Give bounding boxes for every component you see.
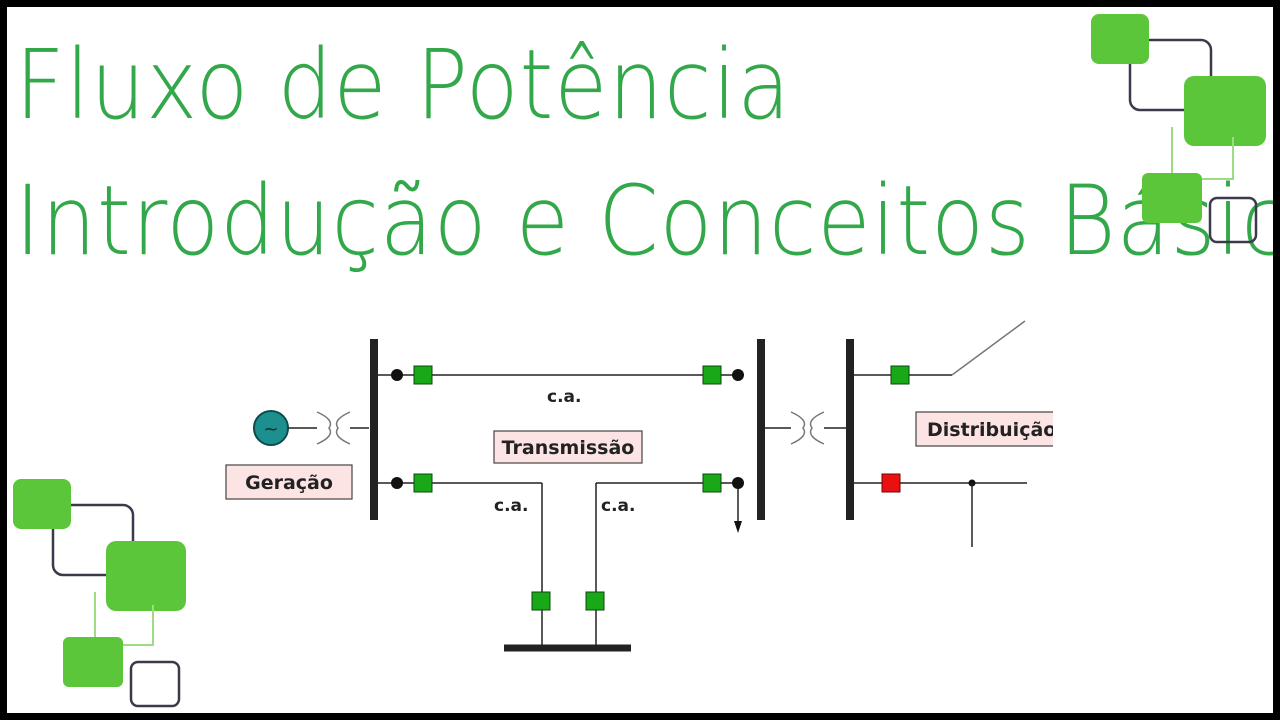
- line-label-top: c.a.: [547, 387, 581, 407]
- breaker-closed: [890, 365, 910, 385]
- decor-green-square: [1091, 14, 1149, 64]
- decor-green-square: [106, 541, 186, 611]
- line-label-left: c.a.: [494, 496, 528, 516]
- breaker-closed: [531, 591, 551, 611]
- decor-green-square: [63, 637, 123, 687]
- line-label-right: c.a.: [601, 496, 635, 516]
- load-arrow-icon: [734, 521, 742, 533]
- decoration-bottom-left: [13, 479, 186, 708]
- transformer-icon: [809, 411, 825, 445]
- bus-node: [391, 477, 403, 489]
- breaker-closed: [413, 365, 433, 385]
- breaker-open: [881, 473, 901, 493]
- breaker-closed: [585, 591, 605, 611]
- decor-connector: [94, 592, 154, 646]
- decor-green-square: [13, 479, 71, 529]
- bus-node: [391, 369, 403, 381]
- decor-connector: [1171, 127, 1234, 180]
- transformer-icon: [335, 411, 351, 445]
- slide: Fluxo de Potência Introdução e Conceitos…: [7, 7, 1273, 713]
- decoration-layer: ~: [13, 14, 1266, 708]
- transformer-icon: [316, 411, 332, 445]
- title-line-2: Introdução e Conceitos Básicos: [15, 165, 1273, 277]
- transformer-icon: [790, 411, 806, 445]
- decor-green-square: [1142, 173, 1202, 223]
- label-box: [225, 464, 353, 500]
- label-distribution: Distribuição: [915, 411, 1056, 447]
- decoration-top-right: [1091, 14, 1266, 244]
- power-system-diagram: ~: [253, 320, 1027, 652]
- label-distribution-clip: Distribuição: [915, 411, 1056, 447]
- breaker-closed: [413, 473, 433, 493]
- label-generation-text: Geração: [245, 472, 333, 494]
- label-box: [915, 411, 1053, 447]
- decor-green-square: [1184, 76, 1266, 146]
- decor-outline-square: [1128, 38, 1213, 112]
- distribution-line-angled: [951, 320, 1026, 376]
- title-line-1: Fluxo de Potência: [15, 29, 792, 141]
- breaker-closed: [702, 365, 722, 385]
- label-transmission-text: Transmissão: [502, 437, 635, 459]
- bus-node: [732, 369, 744, 381]
- bus-node: [732, 477, 744, 489]
- label-box: [493, 430, 643, 464]
- generator-symbol: ~: [263, 419, 278, 440]
- label-generation: Geração: [225, 464, 353, 500]
- label-distribution-text: Distribuição: [927, 419, 1056, 441]
- decor-outline-square: [129, 660, 181, 708]
- breaker-closed: [702, 473, 722, 493]
- label-transmission: Transmissão: [493, 430, 643, 464]
- decor-outline-square: [1208, 196, 1258, 244]
- decor-outline-square: [51, 503, 135, 577]
